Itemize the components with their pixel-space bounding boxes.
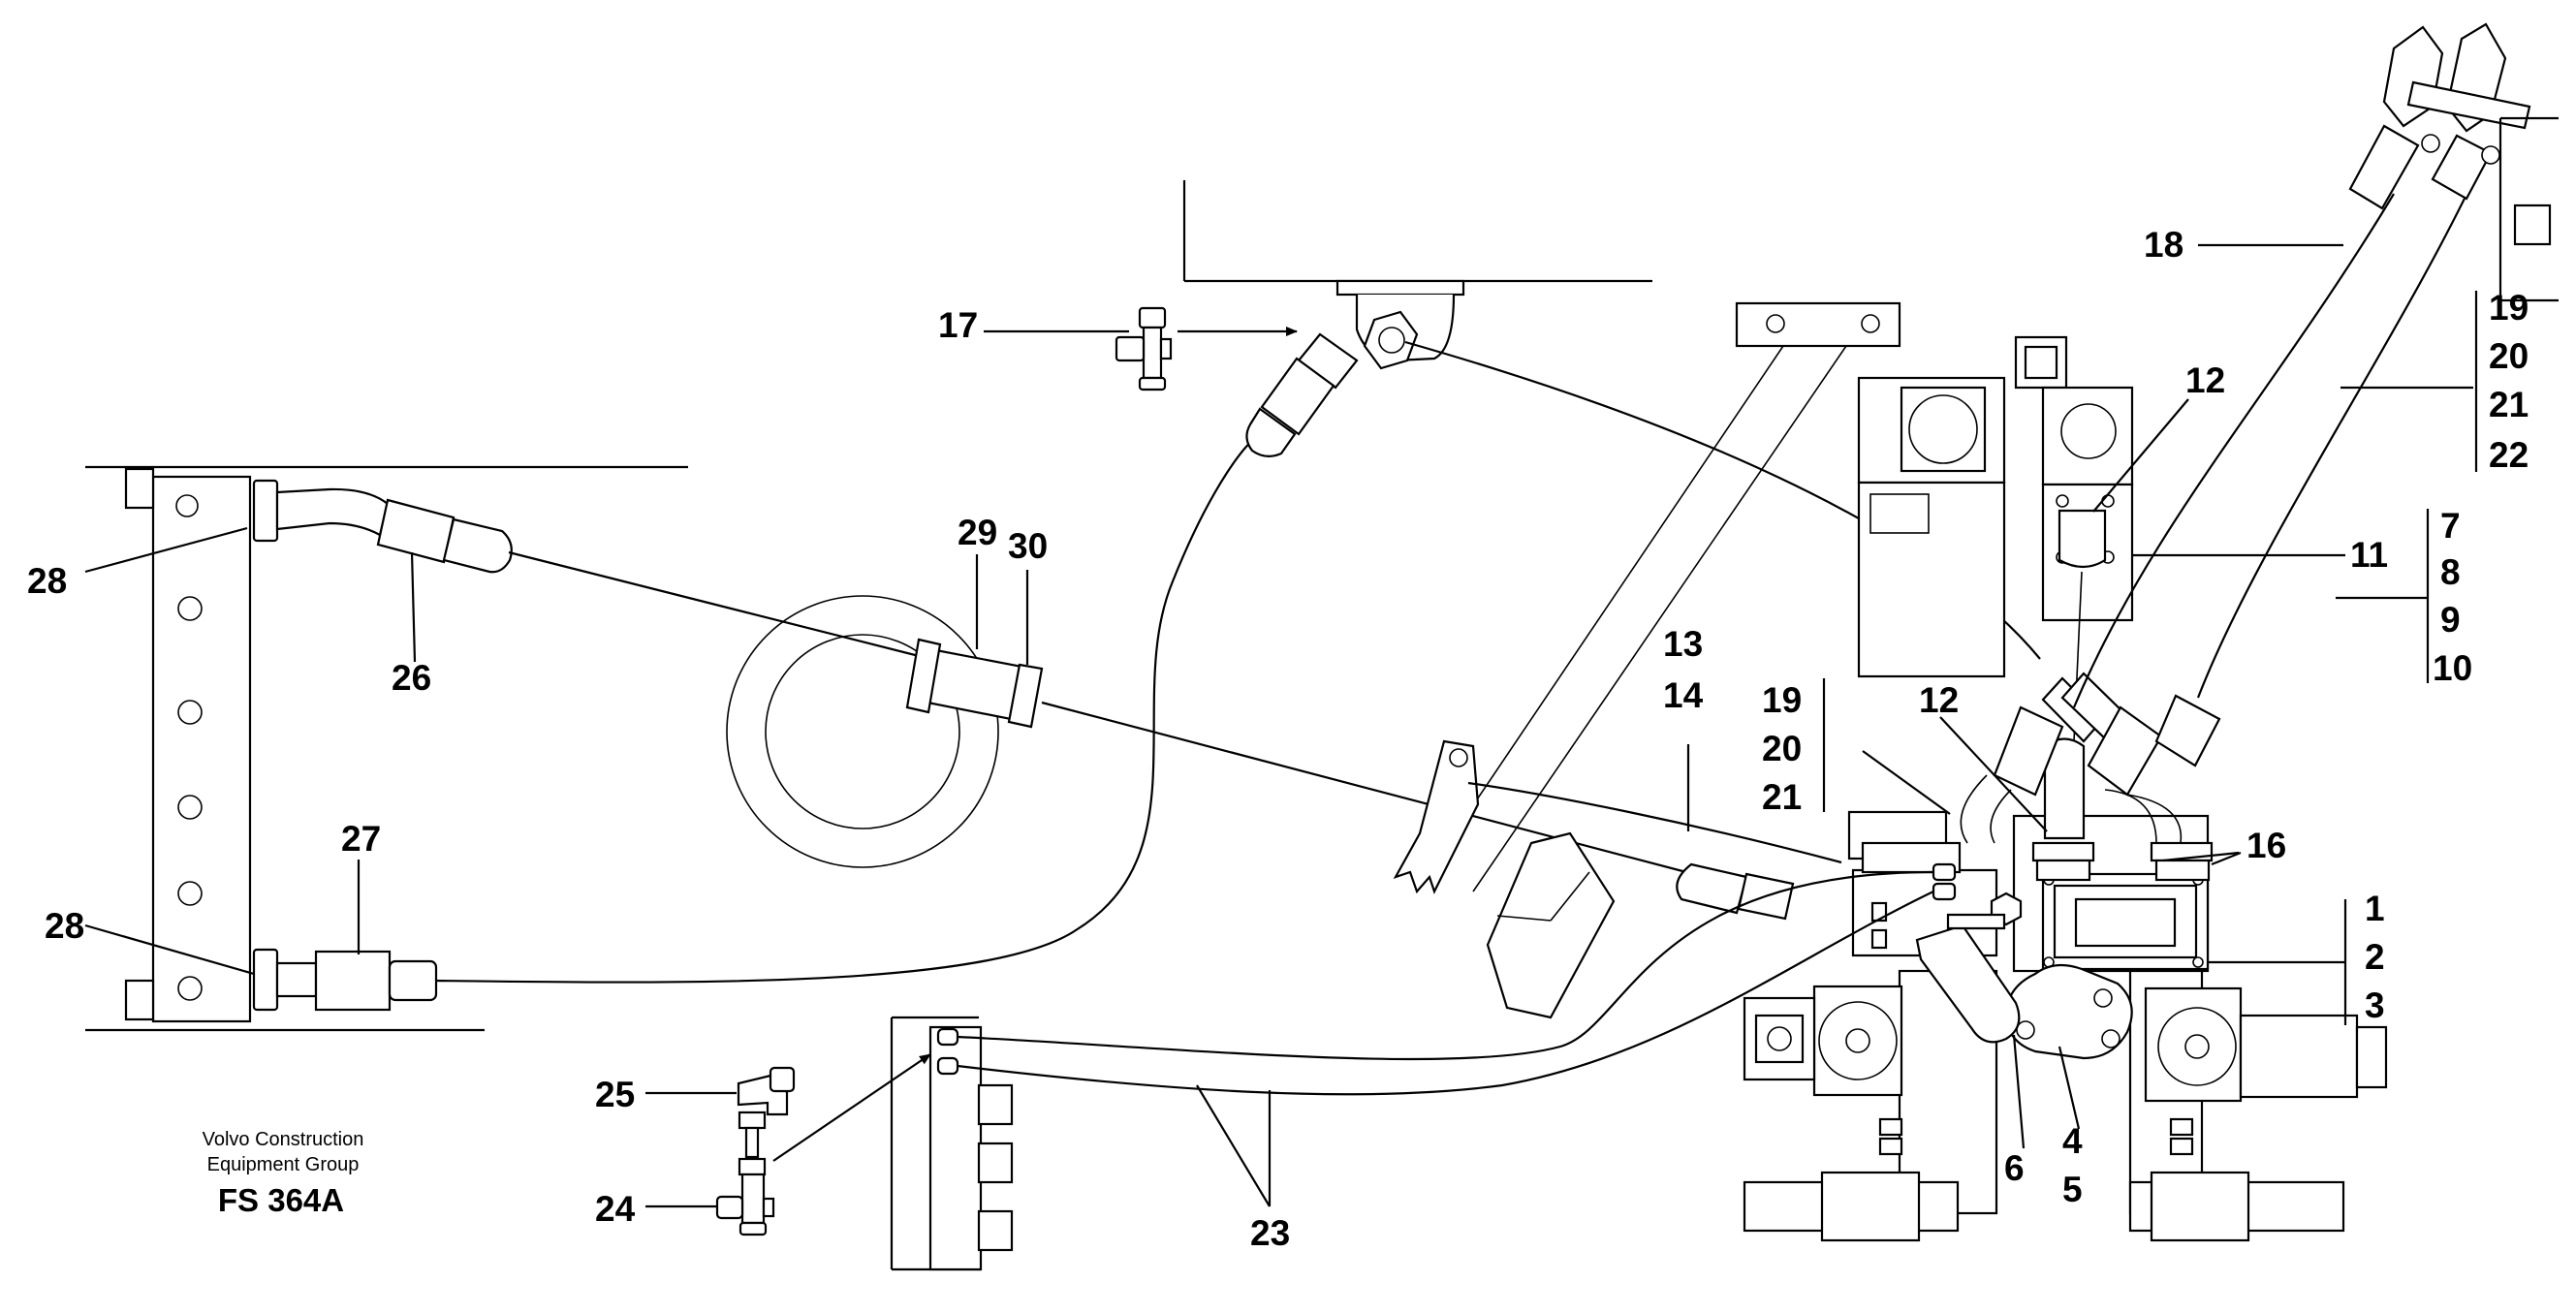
callout-26: 26 [392,658,431,698]
callout-13: 13 [1663,624,1703,664]
arrow-24-to-bracket [772,1053,931,1162]
right-edge-bracket [2498,116,2559,302]
callout-4: 4 [2062,1121,2083,1161]
top-mount-bracket [1182,180,1652,370]
tee-fitting-17-icon [1115,306,1173,391]
callout-5: 5 [2062,1170,2083,1209]
callout-2: 2 [2365,937,2385,977]
callout-17: 17 [938,305,978,345]
callout-18: 18 [2144,225,2183,265]
callout-11: 11 [2350,535,2388,575]
hose-18-19-22 [2072,22,2531,708]
callout-28-upper: 28 [27,561,67,601]
hose-27-fitting [252,948,438,1012]
brand-line-2: Equipment Group [207,1154,360,1175]
callout-28-lower: 28 [45,906,84,946]
fitting-near-14 [1676,862,1795,921]
callout-29: 29 [958,513,997,552]
valve-block-main [1743,810,2388,1242]
hose-23-lower [957,891,1934,1096]
hose-13-14 [1467,781,1842,864]
callout-12-upper: 12 [2185,360,2225,400]
callout-8: 8 [2440,552,2461,592]
lower-mount-bracket [890,1016,1014,1271]
callout-21-left: 21 [1762,777,1802,817]
tee-fitting-24 [715,1157,775,1236]
coupling-29-30 [905,638,1044,729]
callout-27: 27 [341,819,381,859]
leader-lines [84,243,2478,1208]
callout-12-lower: 12 [1919,680,1959,720]
callout-16: 16 [2246,826,2286,865]
round-tank [726,595,999,868]
hose-26 [508,550,931,661]
callout-24: 24 [595,1189,636,1229]
callout-30: 30 [1008,526,1048,566]
callout-22: 22 [2489,435,2529,475]
callout-7: 7 [2440,506,2461,546]
callout-9: 9 [2440,600,2461,640]
valve-hose-fittings [1915,672,2221,1044]
figure-code: FS 364A [218,1182,344,1218]
valve-block-upper [1857,335,2134,742]
brand-line-1: Volvo Construction [203,1129,364,1150]
callout-25: 25 [595,1075,635,1114]
elbow-fitting-25 [737,1066,796,1159]
callout-10: 10 [2433,648,2472,688]
hose-29-30 [1041,701,1687,874]
callout-23: 23 [1250,1213,1290,1253]
callout-19-right: 19 [2489,288,2529,328]
fitting-17-elbow [1245,332,1359,457]
callout-19-left: 19 [1762,680,1802,720]
callout-3: 3 [2365,986,2385,1025]
callout-14: 14 [1663,675,1704,715]
callout-1: 1 [2365,889,2385,928]
callout-6: 6 [2004,1148,2025,1188]
callout-21-right: 21 [2489,385,2529,424]
callout-20-left: 20 [1762,729,1802,768]
diagonal-support-bracket [1393,301,1901,1019]
hose-27 [435,434,1261,984]
hose-23-upper [957,870,1934,1061]
flange-4-5-6 [2004,963,2133,1060]
left-frame-bracket [85,465,688,1032]
hose-26-fitting [252,479,513,574]
callout-20-right: 20 [2489,336,2529,376]
